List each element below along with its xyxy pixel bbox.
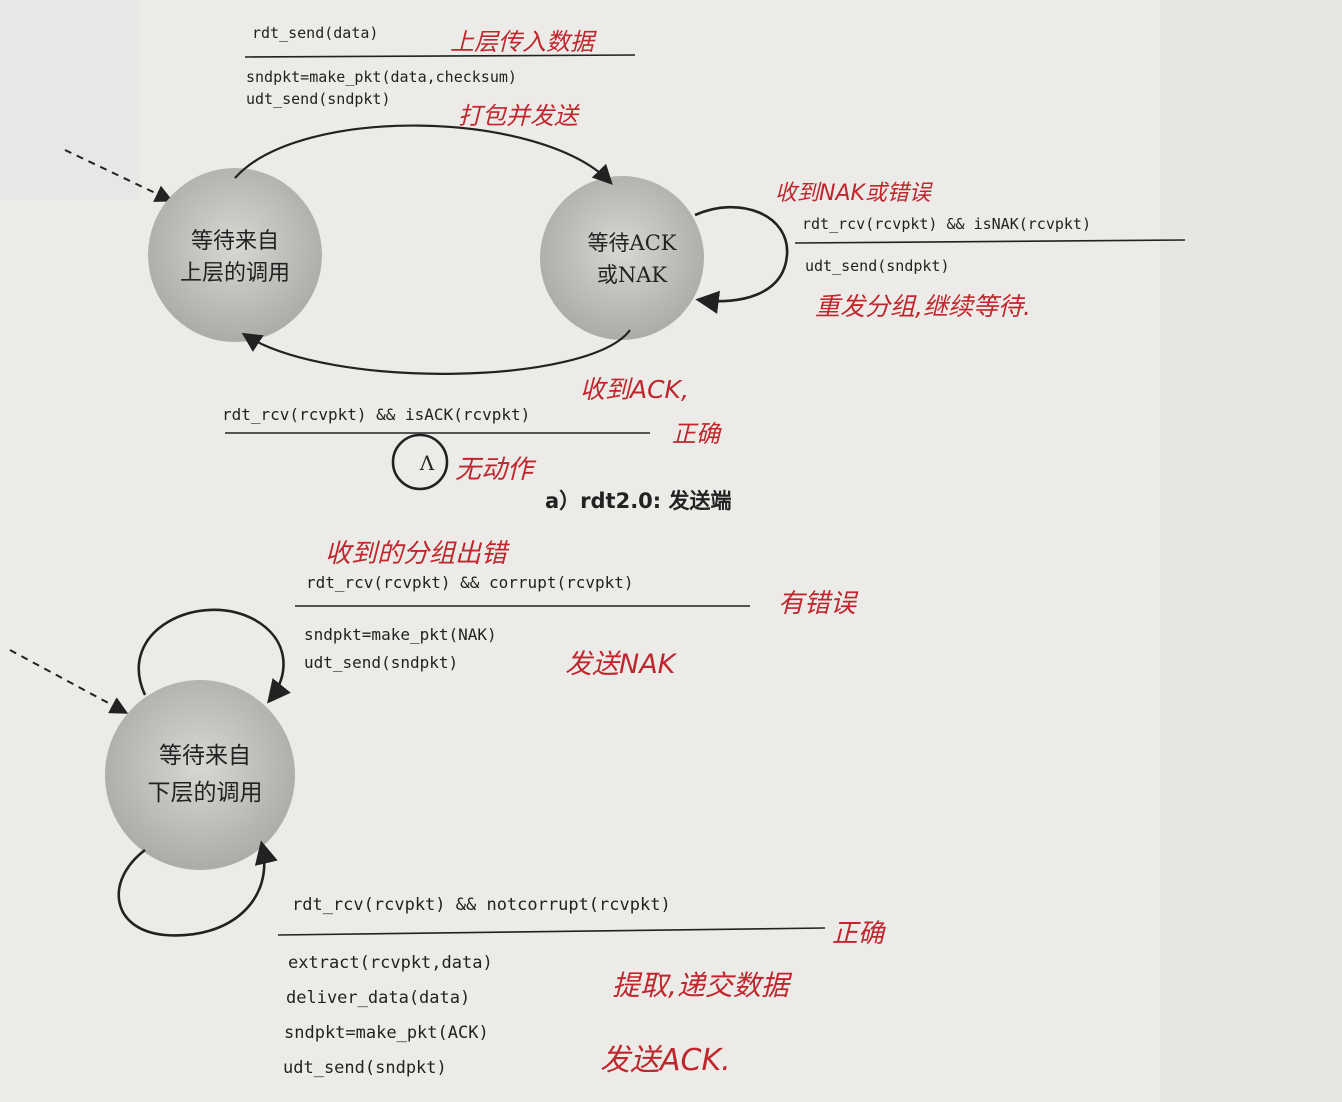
receiver-ok-action-1: extract(rcvpkt,data) <box>288 953 493 973</box>
receiver-note-corrupt-event: 有错误 <box>778 589 859 619</box>
receiver-ok-action-2: deliver_data(data) <box>286 988 470 1008</box>
sender-send-arc <box>234 124 613 185</box>
state-wait-call-above-line1: 等待来自 <box>191 229 279 254</box>
receiver-ok-action-3: sndpkt=make_pkt(ACK) <box>284 1023 489 1043</box>
sender-note-nak-action: 重发分组,继续等待. <box>815 292 1031 321</box>
receiver-ok-event: rdt_rcv(rcvpkt) && notcorrupt(rcvpkt) <box>292 895 671 915</box>
sender-lambda-circle <box>391 433 449 491</box>
receiver-ok-loop <box>117 840 278 937</box>
sender-init-event: rdt_send(data) <box>252 24 378 42</box>
state-wait-ack-nak-line2: 或NAK <box>597 263 668 287</box>
sender-note-nak-top: 收到NAK或错误 <box>775 181 934 206</box>
sender-note-ack-action: 无动作 <box>455 455 537 485</box>
receiver-note-ok-deliver: 提取,递交数据 <box>612 969 793 1002</box>
receiver-corrupt-event: rdt_rcv(rcvpkt) && corrupt(rcvpkt) <box>306 573 634 592</box>
sender-nak-loop <box>694 205 789 314</box>
state-wait-call-below <box>105 680 295 870</box>
receiver-note-corrupt-action: 发送NAK <box>565 649 678 680</box>
receiver-corrupt-action-1: sndpkt=make_pkt(NAK) <box>304 625 497 644</box>
sender-ack-event: rdt_rcv(rcvpkt) && isACK(rcvpkt) <box>222 405 530 424</box>
sender-note-init-action: 打包并发送 <box>458 102 580 130</box>
receiver-note-ok-event: 正确 <box>832 919 886 949</box>
sender-nak-event: rdt_rcv(rcvpkt) && isNAK(rcvpkt) <box>802 215 1091 233</box>
state-wait-call-above <box>148 168 322 342</box>
receiver-note-corrupt-top: 收到的分组出错 <box>325 539 510 569</box>
receiver-initial-arrow <box>9 649 129 714</box>
sender-initial-arrow <box>64 149 174 202</box>
receiver-corrupt-action-2: udt_send(sndpkt) <box>304 653 458 672</box>
receiver-ok-rule <box>277 927 826 936</box>
sender-init-action-2: udt_send(sndpkt) <box>246 90 391 108</box>
state-wait-call-below-line2: 下层的调用 <box>148 780 263 806</box>
receiver-ok-action-4: udt_send(sndpkt) <box>283 1058 447 1078</box>
sender-nak-rule <box>794 239 1186 244</box>
state-wait-call-below-line1: 等待来自 <box>159 743 251 769</box>
sender-ack-action-symbol: Λ <box>419 451 435 475</box>
sender-init-rule <box>244 54 636 58</box>
sender-init-action-1: sndpkt=make_pkt(data,checksum) <box>246 68 517 86</box>
receiver-note-ok-send: 发送ACK. <box>600 1043 731 1078</box>
sender-caption: a）rdt2.0: 发送端 <box>545 489 732 513</box>
sender-note-ack-event: 收到ACK, <box>580 375 689 404</box>
sender-note-ack-correct: 正确 <box>672 420 722 448</box>
state-wait-ack-nak-line1: 等待ACK <box>588 231 677 255</box>
sender-nak-action: udt_send(sndpkt) <box>805 257 950 275</box>
receiver-corrupt-loop <box>137 608 291 704</box>
state-wait-call-above-line2: 上层的调用 <box>180 261 290 286</box>
sender-note-init-event: 上层传入数据 <box>450 28 597 56</box>
state-wait-ack-nak <box>540 176 704 340</box>
sender-ack-arc <box>241 329 631 375</box>
